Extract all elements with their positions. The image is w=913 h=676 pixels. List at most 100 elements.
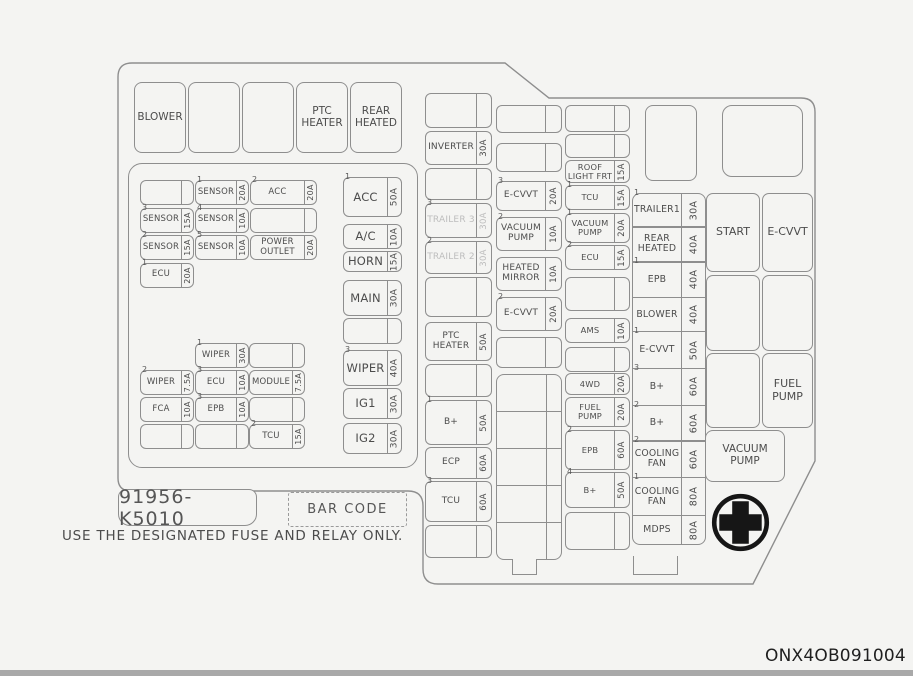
fuse-position-number: 3 <box>634 362 640 372</box>
fuse-position-number: 2 <box>251 419 257 428</box>
fuse-label <box>196 425 236 448</box>
fuse-label: INVERTER <box>428 142 474 153</box>
fuse-label <box>566 106 614 131</box>
fuse-amp-rating <box>476 526 491 557</box>
fuse-stack-line <box>497 411 561 412</box>
fuse-cell <box>565 347 630 372</box>
fuse-cell <box>425 277 492 317</box>
fuse-amp-rating: 30A <box>387 389 401 418</box>
fuse-position-number: 2 <box>567 240 573 249</box>
fuse-position-number: 4 <box>197 202 203 212</box>
fuse-stack-line <box>497 522 561 523</box>
fuse-amp-rating: 40A <box>387 351 401 385</box>
part-number: 91956-K5010 <box>119 485 193 530</box>
fuse-amp-rating: 10A <box>387 225 401 248</box>
fuse-position-number: 1 <box>197 338 203 347</box>
fuse-position-number: 3 <box>427 476 433 485</box>
relay-label: START <box>716 225 750 239</box>
fuse-label: TCU <box>581 192 599 203</box>
fuse-amp-rating: 30A <box>236 344 248 367</box>
fuse-position-number: 2 <box>427 236 433 245</box>
fuse-amp-rating <box>545 144 561 171</box>
fuse-amp-rating: 15A <box>181 208 193 232</box>
fuse-position-number: 1 <box>345 172 351 181</box>
mount-tab <box>633 556 678 575</box>
relay-label: REAR HEATED <box>354 104 398 129</box>
fuse-label: ROOF LIGHT FRT <box>567 161 613 181</box>
fuse-amp-rating <box>614 106 629 131</box>
fuse-position-number: 2 <box>252 175 258 184</box>
fuse-label: FUEL PUMP <box>577 402 603 421</box>
fuse-amp-rating: 10A <box>236 371 248 394</box>
fuse-label: IG1 <box>355 396 376 411</box>
fuse-cell <box>425 168 492 200</box>
fuse-position-number: 2 <box>567 425 573 434</box>
fuse-position-number: 3 <box>427 198 433 207</box>
fuse-amp-rating: 10A <box>181 398 193 421</box>
fuse-label <box>566 278 614 310</box>
fuse-cell <box>565 512 630 550</box>
relay-slot-empty <box>706 353 760 428</box>
fuse-label: HORN <box>347 254 384 269</box>
fuse-amp-rating <box>476 365 491 396</box>
relay-e-cvvt: E-CVVT <box>762 193 813 272</box>
fuse-label: A/C <box>355 229 376 244</box>
fuse-amp-rating: 30A <box>476 132 491 164</box>
fuse-amp-rating: 10A <box>614 319 629 342</box>
fuse-label: EPB <box>581 444 599 455</box>
fuse-label <box>497 338 545 367</box>
fuse-label <box>250 344 292 367</box>
fuse-label: B+ <box>649 417 665 429</box>
relay-slot-empty <box>242 82 294 153</box>
fuse-amp-rating <box>545 106 561 132</box>
fuse-label <box>250 398 292 421</box>
fuse-amp-rating: 50A <box>476 401 491 444</box>
part-number-box: 91956-K5010 <box>118 486 257 530</box>
fuse-amp-rating: 15A <box>614 186 629 209</box>
fuse-position-number: 3 <box>498 176 504 185</box>
fuse-label: MAIN <box>350 290 381 305</box>
fuse-label: MDPS <box>643 523 671 535</box>
fuse-cell <box>565 134 630 158</box>
fuse-amp-rating <box>304 208 316 232</box>
relay-label: FUEL PUMP <box>772 377 803 403</box>
battery-positive-icon <box>711 493 770 552</box>
fuse-panel-inner-box <box>128 163 418 468</box>
fuse-cell <box>249 343 305 368</box>
barcode-label: BAR CODE <box>307 502 388 517</box>
fuse-amp-rating <box>292 398 304 421</box>
fuse-label <box>426 278 476 316</box>
fuse-amp-rating: 10A <box>236 236 248 259</box>
fuse-label <box>497 144 545 171</box>
fuse-amp-rating: 30A <box>387 281 401 315</box>
fuse-cell <box>565 277 630 311</box>
fuse-label: E-CVVT <box>503 308 539 319</box>
fuse-label: B+ <box>443 416 459 427</box>
fuse-label <box>426 169 476 199</box>
fuse-label <box>426 526 476 557</box>
fuse-amp-rating: 20A <box>181 263 193 287</box>
fuse-amp-rating: 50A <box>476 323 491 360</box>
fuse-label <box>426 94 476 127</box>
fuse-label: SENSOR <box>142 241 180 252</box>
fuse-label <box>566 348 614 371</box>
fuse-amp-rating: 15A <box>614 161 629 182</box>
fuse-label: WIPER <box>201 349 231 360</box>
